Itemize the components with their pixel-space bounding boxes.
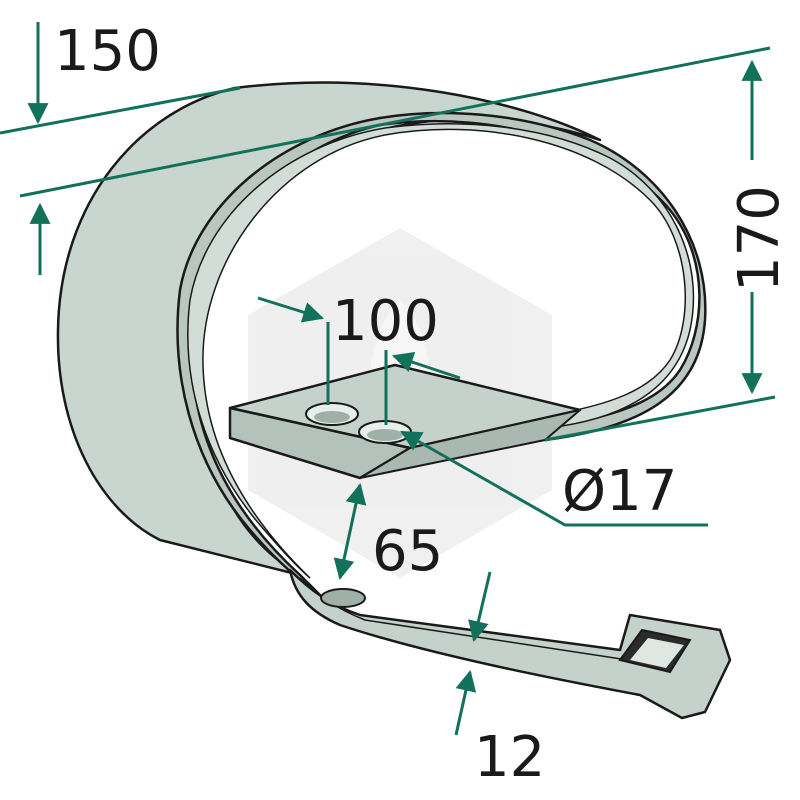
mounting-plate-side (359, 409, 581, 479)
spring-inner-band (176, 111, 707, 597)
dim-12-label: 12 (474, 725, 545, 790)
dim-170-label: 170 (727, 185, 792, 292)
dim-170-bottom-extension (544, 395, 776, 442)
dim-17-label: Ø17 (562, 459, 677, 524)
dim-17-leader (400, 430, 708, 527)
dim-65-label: 65 (372, 519, 443, 584)
dim-12-arrow-top (468, 571, 492, 643)
tine-arm-hole (320, 588, 366, 608)
dim-100-arrow-left (257, 296, 325, 323)
dimension-lines (0, 22, 776, 736)
dim-100-arrow-right (392, 352, 461, 380)
dim-100-label: 100 (332, 289, 439, 354)
dim-12-arrow-bottom (454, 669, 477, 736)
dimension-labels: 150 170 100 Ø17 65 12 (54, 19, 792, 790)
dim-150-upper-extension (0, 86, 241, 135)
spring-tine-body (56, 81, 732, 720)
dim-150-lower-extension (19, 46, 771, 198)
dim-150-label: 150 (54, 19, 161, 84)
dim-65-arrow (333, 482, 367, 581)
spring-ring-face (187, 123, 695, 579)
